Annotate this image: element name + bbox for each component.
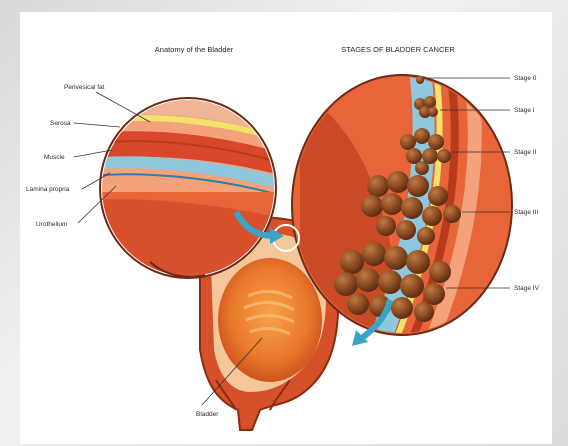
label-stage-4: Stage IV <box>514 285 540 292</box>
label-stage-3: Stage III <box>514 209 538 216</box>
anatomy-title: Anatomy of the Bladder <box>155 45 234 54</box>
label-stage-0: Stage 0 <box>514 75 537 82</box>
label-serosa: Serosa <box>50 120 71 127</box>
stages-title: STAGES OF BLADDER CANCER <box>341 45 455 54</box>
label-urothelium: Urothelium <box>36 221 67 228</box>
label-perivesical-fat: Perivesical fat <box>64 84 105 91</box>
label-muscle: Muscle <box>44 154 65 161</box>
label-bladder: Bladder <box>196 411 219 418</box>
label-lamina-propria: Lamina propria <box>26 186 70 193</box>
tumor-stage-0 <box>416 76 424 84</box>
label-stage-2: Stage II <box>514 149 537 156</box>
label-stage-1: Stage I <box>514 107 535 114</box>
